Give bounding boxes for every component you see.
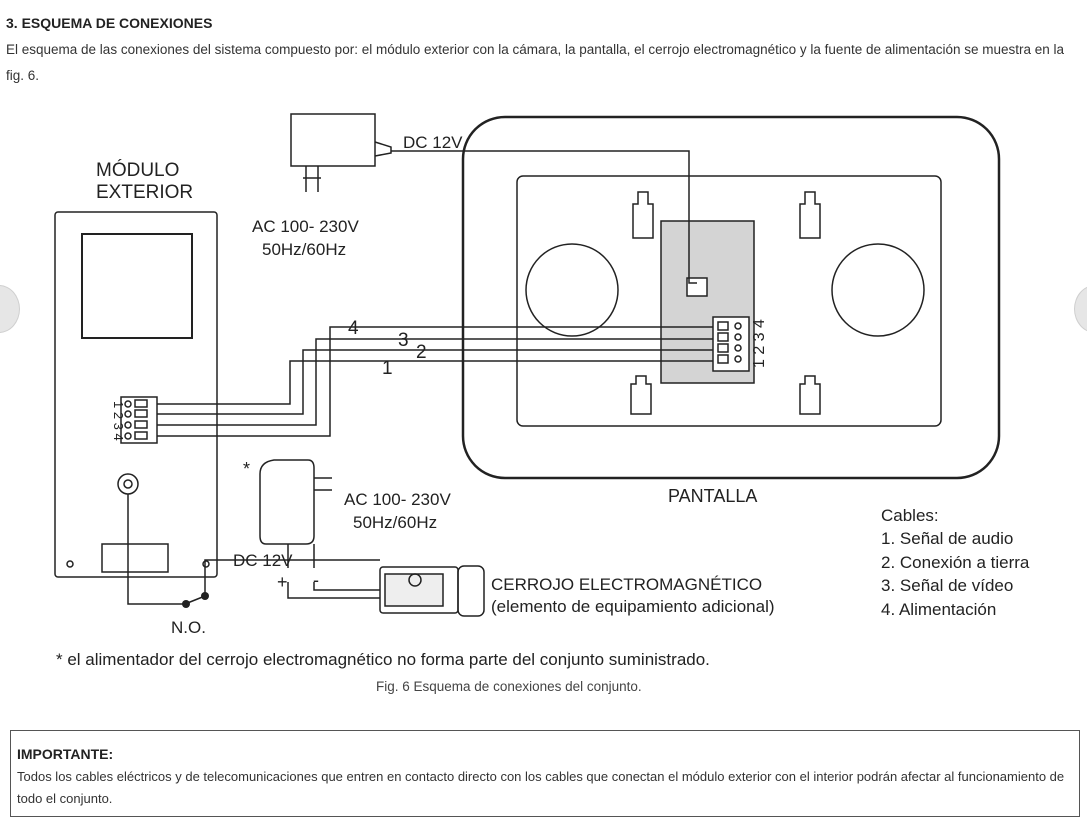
outdoor-module-label-1: MÓDULO xyxy=(96,159,179,181)
cable-item-2: 2. Conexión a tierra xyxy=(881,553,1030,572)
hook-top-left xyxy=(632,191,654,239)
footnote: * el alimentador del cerrojo electromagn… xyxy=(56,650,710,669)
adapter-bottom-hz-label: 50Hz/60Hz xyxy=(353,513,437,532)
lock-sublabel: (elemento de equipamiento adicional) xyxy=(491,597,775,616)
wire-bundle xyxy=(157,326,713,437)
wire-label-1: 1 xyxy=(382,358,393,379)
mount-hole-left xyxy=(525,243,619,337)
cable-item-1: 1. Señal de audio xyxy=(881,529,1013,548)
electromagnetic-lock xyxy=(379,565,485,617)
important-box xyxy=(10,730,1080,817)
adapter-bottom-ac-label: AC 100- 230V xyxy=(344,490,451,509)
module-terminal-numbers: 1 2 3 4 xyxy=(111,401,126,441)
adapter-bottom-dc-label: DC 12V xyxy=(233,551,293,570)
indoor-screen xyxy=(461,115,1001,480)
outdoor-module xyxy=(54,211,218,578)
dc-jack-icon xyxy=(686,277,708,297)
screen-terminal-numbers: 1 2 3 4 xyxy=(751,319,768,368)
hook-bottom-right xyxy=(799,375,821,415)
screen-terminal-block xyxy=(712,316,750,372)
wire-label-4: 4 xyxy=(348,318,359,339)
cables-title: Cables: xyxy=(881,506,939,525)
cable-item-4: 4. Alimentación xyxy=(881,600,996,619)
lock-label: CERROJO ELECTROMAGNÉTICO xyxy=(491,575,762,594)
important-text: Todos los cables eléctricos y de telecom… xyxy=(17,769,1065,806)
adapter-top-hz-label: 50Hz/60Hz xyxy=(262,240,346,259)
intro-paragraph: El esquema de las conexiones del sistema… xyxy=(6,42,1065,83)
no-label: N.O. xyxy=(171,618,206,637)
section-title: 3. ESQUEMA DE CONEXIONES xyxy=(6,15,213,31)
outdoor-module-label-2: EXTERIOR xyxy=(96,182,193,203)
screw-left xyxy=(66,560,74,568)
no-switch xyxy=(127,494,380,605)
adapter-top-ac-label: AC 100- 230V xyxy=(252,217,359,236)
adapter-top-dc-label: DC 12V xyxy=(403,133,463,152)
power-adapter-top xyxy=(290,113,697,284)
minus-label: - xyxy=(313,570,319,590)
figure-caption: Fig. 6 Esquema de conexiones del conjunt… xyxy=(376,679,642,694)
hook-bottom-left xyxy=(630,375,652,415)
nameplate xyxy=(101,543,169,573)
camera-window xyxy=(81,233,193,339)
screen-label: PANTALLA xyxy=(668,486,757,506)
call-button-icon xyxy=(117,473,139,495)
wire-label-3: 3 xyxy=(398,330,409,351)
mount-hole-right xyxy=(831,243,925,337)
hook-top-right xyxy=(799,191,821,239)
adapter-bottom-star: * xyxy=(243,459,250,479)
wire-label-2: 2 xyxy=(416,342,427,363)
power-adapter-bottom xyxy=(259,459,380,599)
important-title: IMPORTANTE: xyxy=(17,746,114,762)
screw-right xyxy=(202,560,210,568)
plus-label: + xyxy=(277,572,288,592)
cable-item-3: 3. Señal de vídeo xyxy=(881,576,1013,595)
module-terminal-block xyxy=(120,396,158,444)
